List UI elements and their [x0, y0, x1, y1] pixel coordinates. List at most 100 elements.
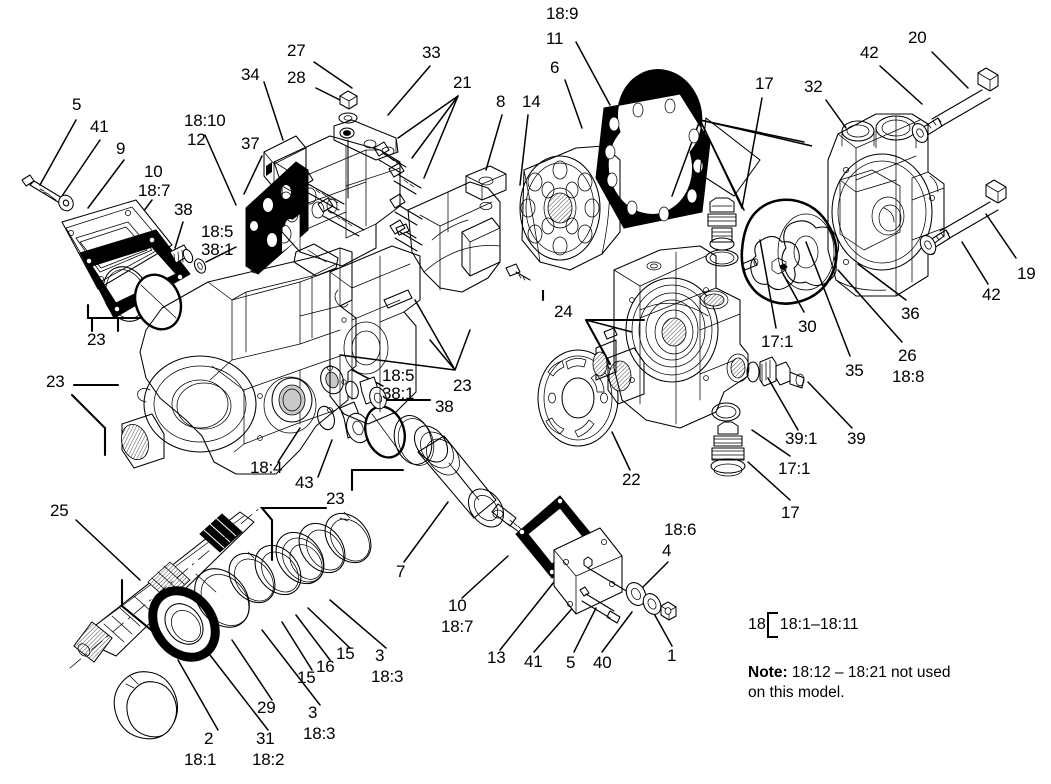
callout-5: 5	[72, 95, 82, 114]
part-valve-plate-22	[537, 327, 645, 447]
part-bolt-20	[921, 67, 999, 137]
callout-1: 1	[667, 646, 677, 665]
note-block: Note: 18:12 – 18:21 not used on this mod…	[748, 663, 978, 703]
part-washer-41	[58, 194, 74, 212]
part-nut-27	[339, 90, 358, 110]
part-washer-40	[642, 593, 662, 615]
part-gerotor-26	[750, 213, 840, 291]
callout-18-3-b: 18:3	[371, 667, 404, 686]
callout-35: 35	[845, 361, 864, 380]
part-valve-cartridge-17-lower	[710, 402, 746, 477]
callout-11: 11	[546, 29, 564, 48]
part-snapring-2	[113, 671, 179, 740]
callout-17-b: 17	[781, 503, 800, 522]
part-bolts-21	[297, 141, 423, 252]
callout-3-a: 3	[308, 703, 318, 722]
part-shaft-25	[69, 505, 263, 669]
part-shim-15a	[254, 544, 302, 596]
callout-30: 30	[798, 317, 817, 336]
callout-6: 6	[550, 58, 560, 77]
callout-18-1: 18:1	[184, 750, 217, 769]
callout-36: 36	[901, 304, 920, 323]
part-cylinder-block-6	[519, 145, 621, 271]
legend-prefix: 18	[748, 616, 766, 633]
callout-19: 19	[1017, 264, 1036, 283]
callout-10-b: 10	[448, 596, 467, 615]
part-bolt-5	[21, 174, 63, 203]
callout-28: 28	[287, 68, 306, 87]
part-oring-23-left	[102, 266, 183, 331]
callout-38-1-b: 38:1	[382, 384, 415, 403]
callout-18-3-a: 18:3	[303, 724, 336, 743]
callout-18-6: 18:6	[664, 520, 697, 539]
note-line1: 18:12 – 18:21 not used	[787, 664, 951, 681]
part-pin-30	[741, 258, 759, 271]
callout-8: 8	[496, 92, 506, 111]
note-label: Note:	[748, 664, 788, 681]
callout-18-9: 18:9	[546, 4, 579, 23]
callout-23-c: 23	[326, 489, 345, 508]
callout-34: 34	[241, 65, 260, 84]
callout-15-b: 15	[336, 644, 355, 663]
callout-43: 43	[295, 473, 314, 492]
part-snapring-3a	[228, 551, 276, 604]
callout-18-5: 18:5	[201, 222, 234, 241]
callout-10: 10	[144, 162, 163, 181]
hidden-line-17	[699, 117, 761, 197]
part-lever-33	[333, 119, 399, 199]
callout-39: 39	[847, 429, 866, 448]
part-snapring-3b	[324, 511, 372, 564]
callout-18-7-b: 18:7	[441, 617, 474, 636]
callout-18-10: 18:10	[184, 111, 226, 130]
callout-42-a: 42	[860, 43, 879, 62]
part-cylinder-7	[413, 425, 523, 535]
callout-38-1: 38:1	[201, 240, 234, 259]
callout-2: 2	[204, 729, 214, 748]
legend-brace	[766, 612, 778, 638]
callout-41-b: 41	[524, 652, 543, 671]
callout-27: 27	[287, 41, 306, 60]
callout-9: 9	[116, 139, 126, 158]
part-shim-15b	[298, 522, 346, 574]
part-barrel-cover-14	[395, 165, 531, 293]
callout-37: 37	[241, 134, 260, 153]
part-gasket-10	[79, 229, 191, 319]
part-gasket-35	[740, 198, 838, 305]
part-plug-38	[169, 244, 207, 274]
callout-7: 7	[396, 562, 406, 581]
callout-38: 38	[174, 200, 193, 219]
callout-12: 12	[187, 130, 206, 149]
part-washer-42-lower	[919, 235, 937, 255]
callout-38-b: 38	[435, 397, 454, 416]
callout-22: 22	[622, 470, 641, 489]
callout-25: 25	[50, 501, 69, 520]
note-line2: on this model.	[748, 683, 845, 701]
callout-26: 26	[898, 346, 917, 365]
callout-23-a: 23	[87, 330, 106, 349]
callout-5-b: 5	[566, 653, 576, 672]
callout-17: 17	[755, 74, 774, 93]
callout-40: 40	[593, 653, 612, 672]
callout-21: 21	[453, 73, 472, 92]
part-rear-housing-26	[592, 245, 750, 429]
part-valve-cartridge-17-upper	[705, 197, 739, 267]
callout-3-b: 3	[375, 646, 385, 665]
callout-41: 41	[90, 117, 109, 136]
callout-14: 14	[522, 92, 541, 111]
part-bolt-5-bottom	[579, 586, 621, 624]
callout-42-b: 42	[982, 285, 1001, 304]
callout-18-4: 18:4	[250, 458, 283, 477]
callout-15-a: 15	[297, 668, 316, 687]
part-front-cover-32	[827, 113, 945, 297]
part-washer-42-upper	[911, 123, 929, 143]
callout-24: 24	[554, 302, 573, 321]
part-fitting-39	[746, 356, 805, 389]
callout-18-5-b: 18:5	[382, 366, 415, 385]
callout-17-1-b: 17:1	[778, 459, 811, 478]
callout-33: 33	[422, 43, 441, 62]
part-swash-housing	[329, 245, 421, 425]
callout-20: 20	[908, 28, 927, 47]
